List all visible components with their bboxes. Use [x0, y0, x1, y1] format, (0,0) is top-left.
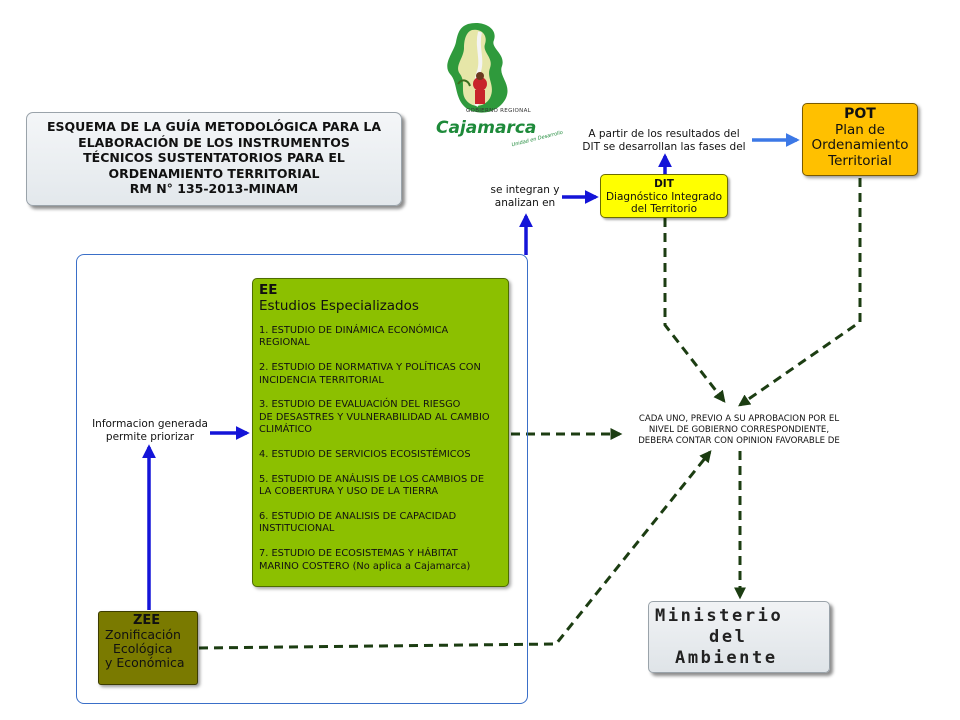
- label-line: DEBERA CONTAR CON OPINION FAVORABLE DE: [638, 436, 840, 446]
- ee-item-line: INCIDENCIA TERRITORIAL: [259, 374, 384, 386]
- pot-head: POT: [844, 106, 876, 122]
- cajamarca-logo-icon: [447, 22, 508, 113]
- ee-item-line: MARINO COSTERO (No aplica a Cajamarca): [259, 560, 471, 572]
- logo-name: Cajamarca: [436, 118, 537, 138]
- ee-item: 2. ESTUDIO DE NORMATIVA Y POLÍTICAS CON …: [259, 362, 503, 387]
- dit-node: DIT Diagnóstico Integrado del Territorio: [600, 174, 728, 218]
- zee-node: ZEE Zonificación Ecológica y Económica: [98, 611, 198, 685]
- ee-item-line: 4. ESTUDIO DE SERVICIOS ECOSISTÉMICOS: [259, 449, 471, 461]
- ee-item-line: 6. ESTUDIO DE ANALISIS DE CAPACIDAD: [259, 511, 457, 523]
- ee-item: 5. ESTUDIO DE ANÁLISIS DE LOS CAMBIOS DE…: [259, 474, 503, 499]
- label-info: Informacion generada permite priorizar: [88, 418, 212, 444]
- minam-line: Ambiente: [675, 648, 778, 668]
- ee-head: EE: [259, 282, 278, 298]
- pot-node: POT Plan de Ordenamiento Territorial: [802, 103, 918, 176]
- zee-line: y Económica: [105, 655, 185, 670]
- ee-item-line: REGIONAL: [259, 337, 310, 349]
- ee-item-line: LA COBERTURA Y USO DE LA TIERRA: [259, 486, 439, 498]
- pot-line: Ordenamiento: [811, 137, 909, 153]
- ee-item-line: 7. ESTUDIO DE ECOSISTEMAS Y HÁBITAT: [259, 548, 458, 560]
- zee-head: ZEE: [133, 613, 161, 628]
- label-line: Informacion generada: [92, 418, 208, 430]
- label-line: analizan en: [494, 197, 556, 209]
- ee-item-line: CLIMÁTICO: [259, 424, 313, 436]
- label-line: DIT se desarrollan las fases del: [582, 141, 746, 153]
- ee-item: 3. ESTUDIO DE EVALUACIÓN DEL RIESGO DE D…: [259, 399, 503, 436]
- title-line: ESQUEMA DE LA GUÍA METODOLÓGICA PARA LA: [46, 119, 382, 134]
- minam-line: del: [709, 627, 748, 647]
- label-line: NIVEL DE GOBIERNO CORRESPONDIENTE,: [648, 425, 830, 435]
- ee-item-line: 5. ESTUDIO DE ANÁLISIS DE LOS CAMBIOS DE: [259, 473, 485, 485]
- ee-item: 7. ESTUDIO DE ECOSISTEMAS Y HÁBITAT MARI…: [259, 548, 503, 573]
- ee-item-line: 1. ESTUDIO DE DINÁMICA ECONÓMICA: [259, 325, 449, 336]
- title-line: RM N° 135-2013-MINAM: [129, 181, 299, 196]
- title-line: ORDENAMIENTO TERRITORIAL: [108, 165, 320, 181]
- dashed-dit-to-center: [663, 218, 726, 403]
- label-line: permite priorizar: [105, 431, 195, 443]
- ee-item: 1. ESTUDIO DE DINÁMICA ECONÓMICA REGIONA…: [259, 325, 503, 350]
- ee-item: 6. ESTUDIO DE ANALISIS DE CAPACIDAD INST…: [259, 511, 503, 536]
- minam-line: Ministerio: [655, 606, 784, 626]
- title-line: ELABORACIÓN DE LOS INSTRUMENTOS: [78, 134, 350, 150]
- zee-line: Ecológica: [113, 641, 173, 656]
- zee-line: Zonificación: [105, 627, 181, 642]
- label-integran: se integran y analizan en: [486, 184, 564, 210]
- ee-node: EE Estudios Especializados 1. ESTUDIO DE…: [252, 278, 509, 587]
- dit-line: Diagnóstico Integrado: [605, 190, 723, 203]
- title-box: ESQUEMA DE LA GUÍA METODOLÓGICA PARA LA …: [26, 112, 402, 206]
- label-line: CADA UNO, PREVIO A SU APROBACION POR EL: [638, 414, 840, 424]
- pot-line: Territorial: [828, 152, 892, 169]
- logo-gov-text: GOBIERNO REGIONAL: [466, 108, 532, 114]
- label-line: se integran y: [490, 184, 560, 196]
- ee-item-line: DE DESASTRES Y VULNERABILIDAD AL CAMBIO: [259, 411, 490, 423]
- dit-head: DIT: [654, 178, 674, 190]
- studies-container: [76, 254, 528, 704]
- dit-line: del Territorio: [630, 203, 698, 215]
- ee-item-line: INSTITUCIONAL: [259, 523, 335, 535]
- dashed-pot-to-center: [738, 178, 862, 407]
- ee-item-line: 3. ESTUDIO DE EVALUACIÓN DEL RIESGO: [259, 399, 461, 411]
- label-line: A partir de los resultados del: [588, 128, 740, 140]
- pot-line: Plan de: [835, 121, 885, 138]
- ee-item-line: 2. ESTUDIO DE NORMATIVA Y POLÍTICAS CON: [259, 362, 481, 374]
- label-cada-uno: CADA UNO, PREVIO A SU APROBACION POR EL …: [616, 414, 862, 447]
- title-line: TÉCNICOS SUSTENTATORIOS PARA EL: [83, 150, 345, 165]
- ee-item: 4. ESTUDIO DE SERVICIOS ECOSISTÉMICOS: [259, 449, 503, 461]
- minam-node: Ministerio del Ambiente: [648, 601, 830, 673]
- label-apartir: A partir de los resultados del DIT se de…: [578, 128, 750, 154]
- ee-subhead: Estudios Especializados: [259, 298, 419, 314]
